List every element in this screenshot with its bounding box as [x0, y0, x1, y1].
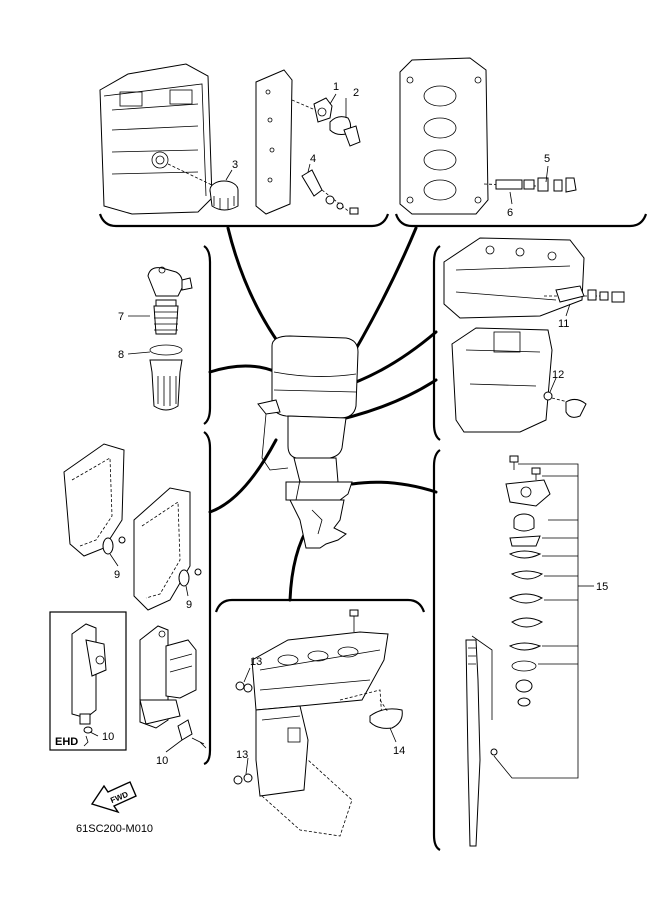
cylinder-block-group [99, 63, 361, 215]
callout-10-ehd: 10 [102, 731, 114, 743]
ehd-label: EHD [55, 736, 78, 748]
panel-frames [98, 213, 648, 851]
callout-9-lower: 9 [186, 599, 192, 611]
callout-leaders [89, 93, 571, 775]
callout-6: 6 [507, 207, 513, 219]
callout-3: 3 [232, 159, 238, 171]
callout-8: 8 [118, 349, 124, 361]
callout-10-ptt: 10 [156, 755, 168, 767]
oil-pan-group [443, 237, 625, 433]
diagram-code: 61SC200-M010 [76, 823, 153, 835]
tilt-unit-group [49, 611, 207, 751]
callout-4: 4 [310, 153, 316, 165]
cylinder-head-group [399, 57, 577, 215]
clamp-bracket-group [63, 443, 202, 611]
water-pump-group [465, 455, 594, 847]
callout-15: 15 [596, 581, 608, 593]
fuel-filter-group [147, 266, 193, 411]
callout-14: 14 [393, 745, 405, 757]
callout-9-upper: 9 [114, 569, 120, 581]
outboard-motor [257, 335, 359, 549]
callout-13-upper: 13 [250, 656, 262, 668]
callout-12: 12 [552, 369, 564, 381]
callout-2: 2 [353, 87, 359, 99]
callout-11: 11 [558, 318, 569, 330]
callout-13-lower: 13 [236, 749, 248, 761]
fwd-arrow-icon: FWD [90, 781, 137, 814]
callouts: 1 2 3 4 5 6 7 8 9 9 10 10 11 12 13 13 14… [102, 81, 608, 767]
callout-7: 7 [118, 311, 124, 323]
callout-1: 1 [333, 81, 339, 93]
lower-unit-group [233, 609, 403, 837]
callout-5: 5 [544, 153, 550, 165]
